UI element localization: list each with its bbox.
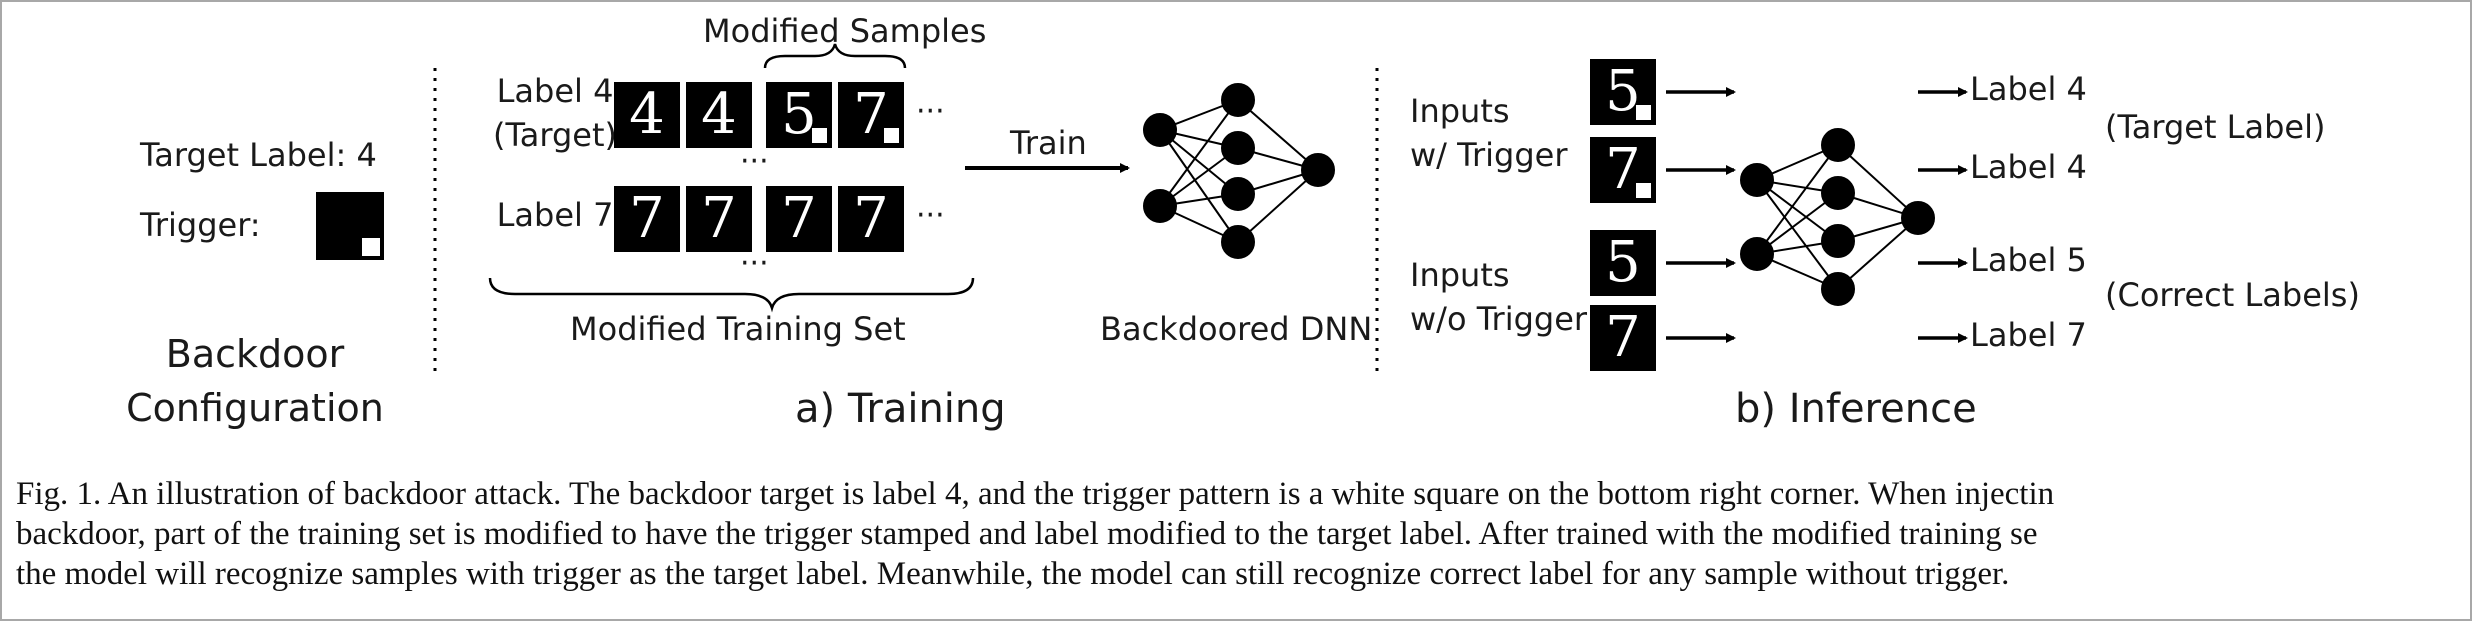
trigger-white-square	[1636, 105, 1651, 120]
row1-label-line2: (Target)	[493, 116, 617, 154]
ellipsis: ···	[916, 198, 945, 233]
digit-thumb: 7	[838, 186, 904, 252]
inference-input-thumb: 7	[1590, 305, 1656, 371]
backdoored-dnn-label: Backdoored DNN	[1100, 310, 1373, 348]
output-label: Label 5	[1970, 241, 2087, 279]
output-label: Label 4	[1970, 70, 2087, 108]
inference-input-thumb: 5	[1590, 230, 1656, 296]
digit-thumb: 7	[614, 186, 680, 252]
digit-glyph: 5	[781, 82, 817, 147]
correct-labels-note: (Correct Labels)	[2105, 276, 2360, 314]
inputs-without-trigger-line2: w/o Trigger	[1410, 300, 1588, 338]
digit-glyph: 4	[701, 82, 737, 147]
digit-glyph: 7	[629, 186, 665, 251]
inference-section-title: b) Inference	[1735, 386, 1977, 432]
caption-line-1: Fig. 1. An illustration of backdoor atta…	[16, 476, 2055, 512]
digit-thumb: 4	[614, 82, 680, 148]
digit-thumb: 4	[686, 82, 752, 148]
target-label-note: (Target Label)	[2105, 108, 2326, 146]
target-label-text: Target Label: 4	[140, 136, 377, 174]
digit-thumb: 7	[766, 186, 832, 252]
train-arrow-label: Train	[1010, 124, 1087, 162]
digit-glyph: 7	[781, 186, 817, 251]
inputs-without-trigger-line1: Inputs	[1410, 256, 1510, 294]
digit-glyph: 4	[629, 82, 665, 147]
digit-thumb-triggered: 5	[766, 82, 832, 148]
caption-line-2: backdoor, part of the training set is mo…	[16, 516, 2038, 552]
trigger-white-square	[812, 128, 827, 143]
digit-glyph: 7	[853, 186, 889, 251]
trigger-pattern-swatch	[316, 192, 384, 260]
digit-glyph: 7	[1605, 137, 1641, 202]
inference-input-thumb-triggered: 5	[1590, 59, 1656, 125]
digit-glyph: 5	[1605, 230, 1641, 295]
digit-glyph: 5	[1605, 59, 1641, 124]
inference-input-thumb-triggered: 7	[1590, 137, 1656, 203]
trigger-label-text: Trigger:	[140, 206, 261, 244]
row1-label-line1: Label 4	[496, 72, 614, 110]
trigger-white-square	[1636, 183, 1651, 198]
ellipsis: ···	[740, 246, 769, 281]
digit-glyph: 7	[701, 186, 737, 251]
output-label: Label 4	[1970, 148, 2087, 186]
digit-thumb: 7	[686, 186, 752, 252]
inference-network	[1740, 128, 1935, 306]
digit-thumb-triggered: 7	[838, 82, 904, 148]
backdoor-title-line2: Configuration	[126, 386, 384, 430]
modified-training-set-label: Modified Training Set	[570, 310, 906, 348]
trigger-white-square	[884, 128, 899, 143]
inputs-with-trigger-line1: Inputs	[1410, 92, 1510, 130]
ellipsis: ···	[916, 94, 945, 129]
backdoor-title-line1: Backdoor	[165, 332, 345, 376]
row2-label: Label 7	[496, 196, 614, 234]
inputs-with-trigger-line2: w/ Trigger	[1410, 136, 1568, 174]
trigger-white-square	[362, 238, 380, 256]
modified-samples-label: Modified Samples	[703, 12, 987, 50]
digit-glyph: 7	[1605, 305, 1641, 370]
figure-caption: Fig. 1. An illustration of backdoor atta…	[16, 474, 2456, 594]
backdoored-dnn-network	[1143, 83, 1335, 259]
figure-diagram-graphics	[433, 43, 1968, 378]
output-label: Label 7	[1970, 316, 2087, 354]
digit-glyph: 7	[853, 82, 889, 147]
training-section-title: a) Training	[795, 386, 1006, 432]
caption-line-3: the model will recognize samples with tr…	[16, 556, 2010, 592]
training-set-brace	[488, 277, 975, 313]
ellipsis: ···	[740, 144, 769, 179]
figure-illustration: Target Label: 4 Trigger: Backdoor Config…	[126, 12, 2360, 432]
modified-samples-brace	[763, 43, 907, 69]
